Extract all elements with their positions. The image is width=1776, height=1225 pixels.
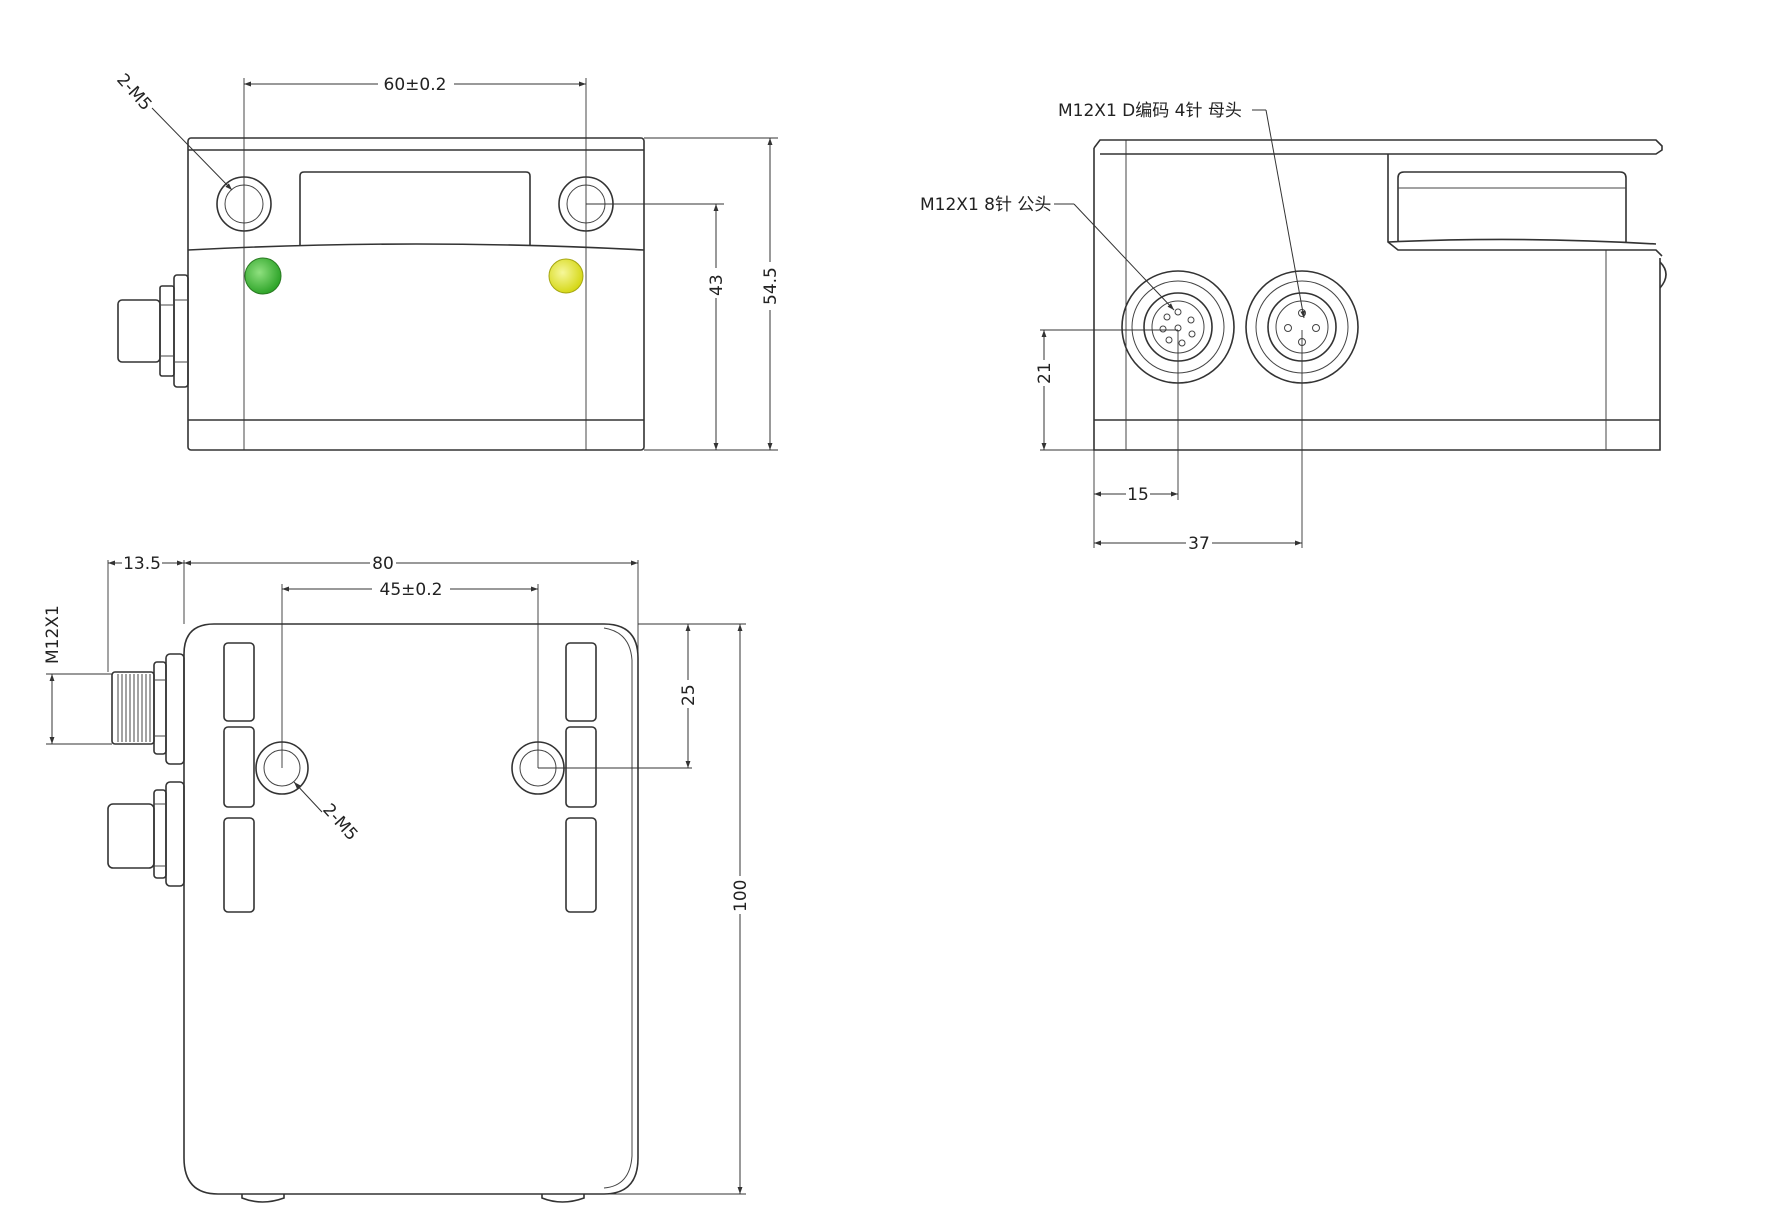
- top-w80-label: 80: [372, 554, 394, 574]
- top-w135-label: 13.5: [123, 554, 161, 574]
- top-hole-label: 2-M5: [318, 800, 361, 845]
- top-connector-plain: [107, 781, 185, 887]
- top-v25-label: 25: [679, 684, 699, 706]
- front-h43-label: 43: [707, 274, 727, 296]
- top-view: 13.5 80 45±0.2 M12X1 25 100 2-M5: [43, 553, 751, 1203]
- front-top-window: [299, 171, 531, 246]
- top-v100-label: 100: [731, 880, 751, 912]
- led-green: [244, 257, 282, 295]
- top-spacing-label: 45±0.2: [380, 580, 443, 600]
- top-slot-left-3: [223, 817, 255, 913]
- front-side-connector: [117, 274, 189, 388]
- top-slot-left-1: [223, 642, 255, 722]
- side-top-flange: [1093, 139, 1663, 155]
- side-w37-label: 37: [1188, 534, 1210, 554]
- front-top-flange: [187, 243, 645, 251]
- front-hole-label: 2-M5: [112, 70, 155, 115]
- side-conn-8-label: M12X1 8针 公头: [920, 195, 1051, 215]
- top-body-outline: [183, 623, 639, 1195]
- top-slot-right-1: [565, 642, 597, 722]
- side-w15-label: 15: [1127, 485, 1149, 505]
- top-connector-threaded: [111, 653, 185, 765]
- top-thread-label: M12X1: [43, 605, 63, 664]
- side-view: M12X1 8针 公头 M12X1 D编码 4针 母头 21 15 37: [920, 101, 1667, 554]
- front-view: 60±0.2 2-M5 43 54.5: [112, 70, 781, 451]
- top-slot-right-3: [565, 817, 597, 913]
- side-body-outline: [1093, 148, 1661, 451]
- front-body-outline: [187, 137, 645, 451]
- led-yellow: [548, 258, 584, 294]
- side-h21-label: 21: [1035, 362, 1055, 384]
- top-slot-left-2: [223, 726, 255, 808]
- side-window: [1397, 171, 1627, 242]
- side-conn-d-label: M12X1 D编码 4针 母头: [1058, 101, 1242, 121]
- top-slot-right-2: [565, 726, 597, 808]
- front-h54-label: 54.5: [761, 267, 781, 305]
- front-spacing-label: 60±0.2: [384, 75, 447, 95]
